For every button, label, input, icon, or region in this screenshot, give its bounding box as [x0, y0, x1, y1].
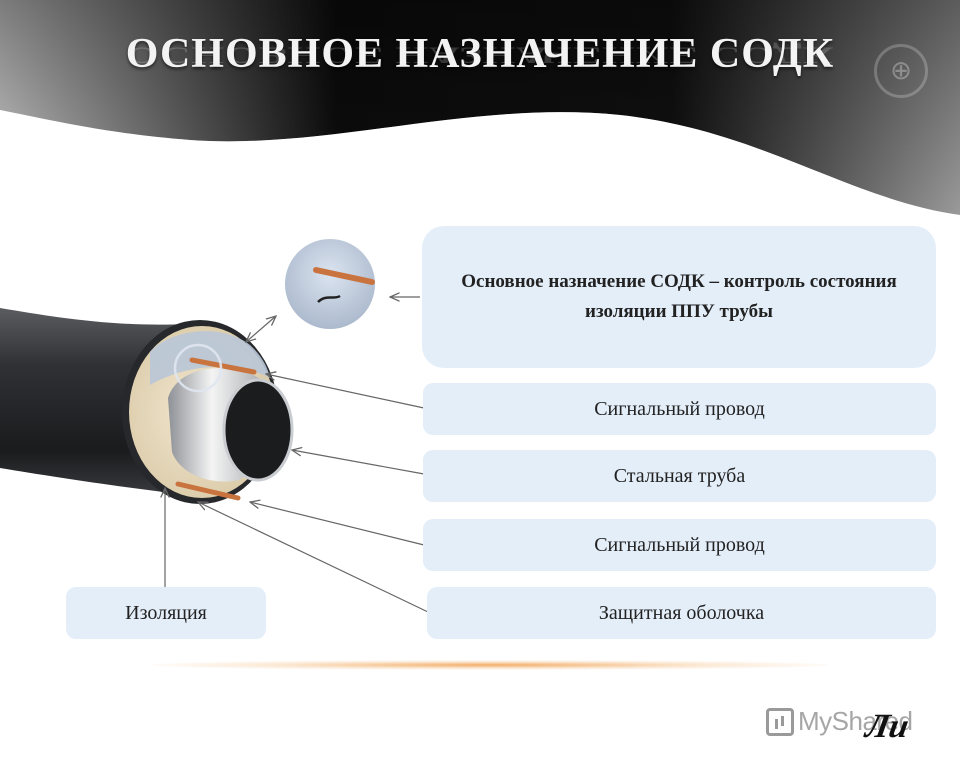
signal-wire-bottom: [175, 481, 241, 501]
steel-pipe: [168, 368, 294, 482]
label-insulation: Изоляция: [66, 587, 266, 639]
main-note-box: Основное назначение СОДК – контроль сост…: [422, 226, 936, 368]
magnifier-ring: [173, 343, 223, 393]
label-insulation-text: Изоляция: [125, 601, 207, 624]
arrow-signal-wire-1: [266, 374, 425, 409]
label-signal-wire-1: Сигнальный провод: [423, 383, 936, 435]
label-signal-wire-2-text: Сигнальный провод: [594, 533, 765, 556]
header-logo-icon: ⊕: [874, 44, 928, 98]
footer-glow-divider: [150, 660, 830, 670]
presentation-icon: [766, 707, 794, 736]
label-signal-wire-1-text: Сигнальный провод: [594, 397, 765, 420]
signal-wire-top: [189, 357, 257, 375]
label-steel-pipe-text: Стальная труба: [613, 464, 746, 487]
publisher-mark-icon: Ли: [862, 708, 912, 745]
arrow-sheath: [198, 502, 429, 613]
arrow-steel-pipe: [292, 450, 425, 475]
zoom-link-arrow: [246, 316, 276, 342]
label-signal-wire-2: Сигнальный провод: [423, 519, 936, 571]
watermark-logo[interactable]: MyShared: [766, 706, 913, 737]
label-sheath-text: Защитная оболочка: [598, 601, 765, 624]
main-note-text: Основное назначение СОДК – контроль сост…: [461, 271, 897, 322]
watermark-text: MyShared: [798, 706, 913, 736]
zoom-detail: [281, 235, 379, 333]
header-background: [0, 0, 960, 230]
label-steel-pipe: Стальная труба: [423, 450, 936, 502]
arrow-signal-wire-2: [250, 502, 425, 546]
label-sheath: Защитная оболочка: [427, 587, 936, 639]
slide-title: ОСНОВНОЕ НАЗНАЧЕНИЕ СОДК: [125, 31, 835, 77]
